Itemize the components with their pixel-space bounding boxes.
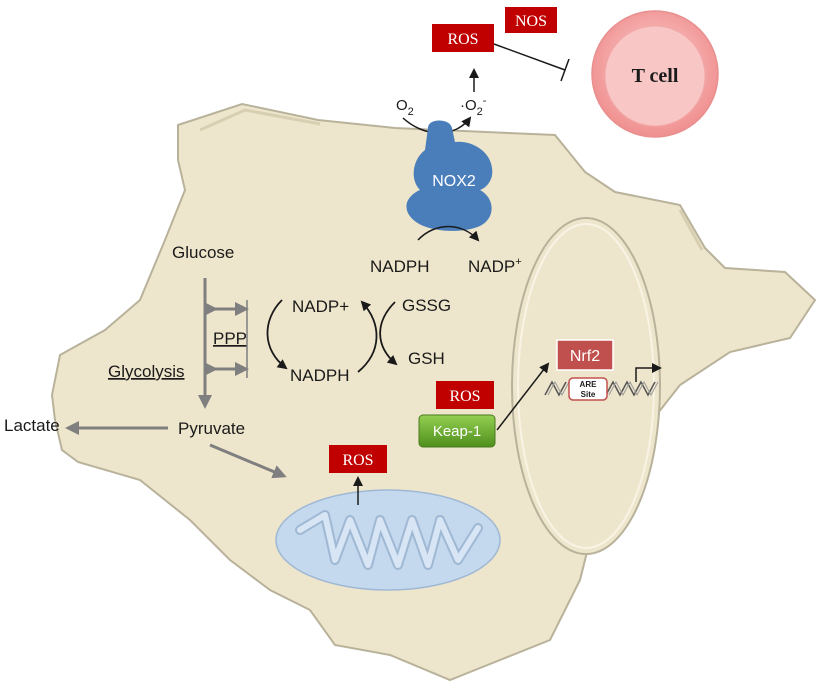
arrow-pyruvate-to-mitochondria — [209, 443, 287, 479]
nrf2-box — [556, 339, 614, 371]
nadp-top-label: NADP+ — [468, 256, 522, 276]
nadp-plus-label: NADP+ — [292, 297, 349, 316]
arrow-gssg-to-gsh — [379, 301, 398, 366]
nos-label: NOS — [515, 13, 547, 30]
inhibition-bar — [560, 58, 570, 82]
dna-strand — [544, 380, 656, 397]
ros-box-mid — [436, 381, 494, 409]
nadph-mid-label: NADPH — [290, 366, 350, 385]
pyruvate-label: Pyruvate — [178, 419, 245, 438]
ppp-label: PPP — [213, 329, 247, 348]
inhibition-line — [493, 43, 566, 71]
glucose-label: Glucose — [172, 243, 234, 262]
gssg-label: GSSG — [402, 296, 451, 315]
are-label: ARE — [580, 380, 598, 389]
ros-label-mid: ROS — [449, 388, 480, 405]
dna-strand-2 — [547, 380, 659, 397]
arrow-keap1-to-nrf2 — [496, 362, 550, 431]
o2-label: O2 — [396, 97, 414, 118]
t-cell-label: T cell — [632, 65, 679, 87]
glycolysis-label: Glycolysis — [108, 362, 185, 381]
ros-label-top: ROS — [447, 31, 478, 48]
mitochondrion-cristae-inner — [297, 512, 481, 568]
nadph-top-label: NADPH — [370, 257, 430, 276]
transcription-arrow — [635, 363, 662, 382]
cell-surface-fold — [678, 209, 704, 251]
cell-surface-fold — [199, 108, 321, 132]
arrow-nadph-to-nadp — [417, 225, 480, 242]
keap1-box — [418, 414, 496, 448]
arrow-nadp-to-nadph — [266, 299, 288, 370]
superoxide-label: ·O2- — [460, 95, 487, 118]
are-site-box — [568, 377, 608, 401]
ros-label-mito: ROS — [342, 452, 373, 469]
lactate-label: Lactate — [4, 416, 60, 435]
keap1-label: Keap-1 — [433, 423, 481, 440]
gsh-label: GSH — [408, 349, 445, 368]
ros-box-top — [432, 24, 494, 52]
nucleus-inner — [517, 223, 655, 549]
nrf2-label: Nrf2 — [570, 348, 600, 365]
nos-box — [505, 7, 557, 33]
nox2-label: NOX2 — [432, 173, 476, 190]
site-label: Site — [581, 390, 596, 399]
t-cell-inner — [604, 25, 706, 127]
nox2-shape — [406, 120, 493, 231]
arrow-nadph-to-nadp-curve — [357, 300, 378, 373]
ros-box-mito — [329, 445, 387, 473]
